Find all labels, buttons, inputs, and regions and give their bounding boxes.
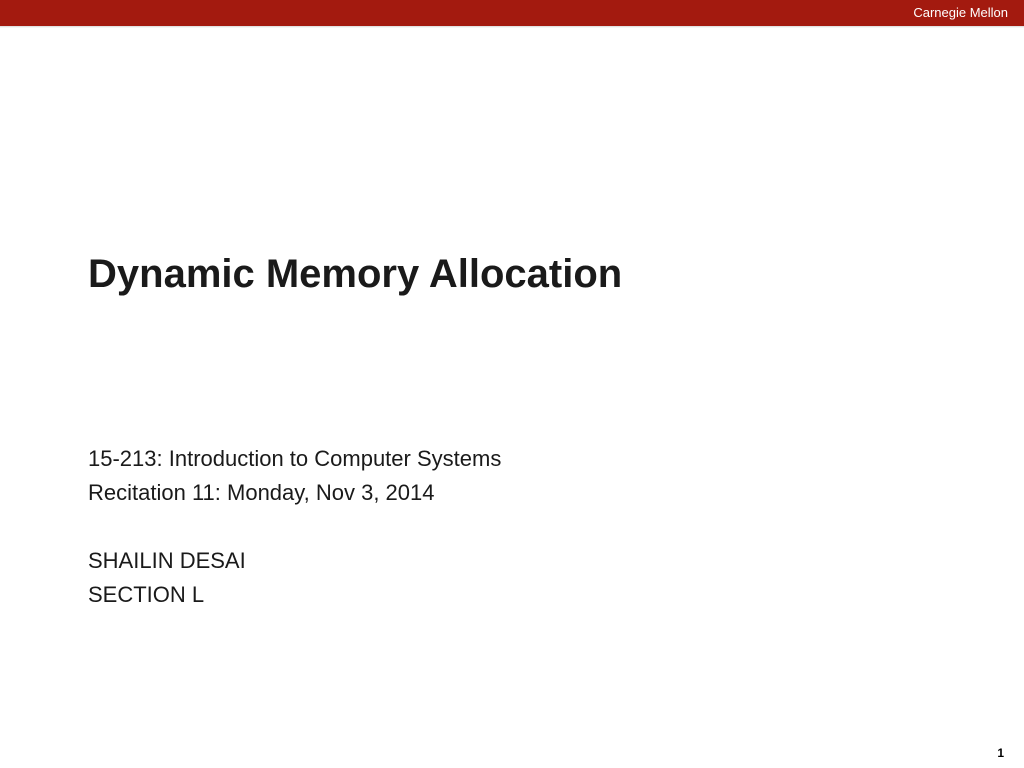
recitation-line: Recitation 11: Monday, Nov 3, 2014 xyxy=(88,480,435,505)
institution-label: Carnegie Mellon xyxy=(913,5,1008,20)
course-line: 15-213: Introduction to Computer Systems xyxy=(88,446,502,471)
blank-line xyxy=(88,510,501,544)
page-number: 1 xyxy=(997,746,1004,760)
presenter-name: SHAILIN DESAI xyxy=(88,548,246,573)
section-label: SECTION L xyxy=(88,582,205,607)
subtitle-block: 15-213: Introduction to Computer Systems… xyxy=(88,442,501,612)
header-bar: Carnegie Mellon xyxy=(0,0,1024,26)
slide-title: Dynamic Memory Allocation xyxy=(88,252,623,296)
header-divider xyxy=(0,26,1024,28)
